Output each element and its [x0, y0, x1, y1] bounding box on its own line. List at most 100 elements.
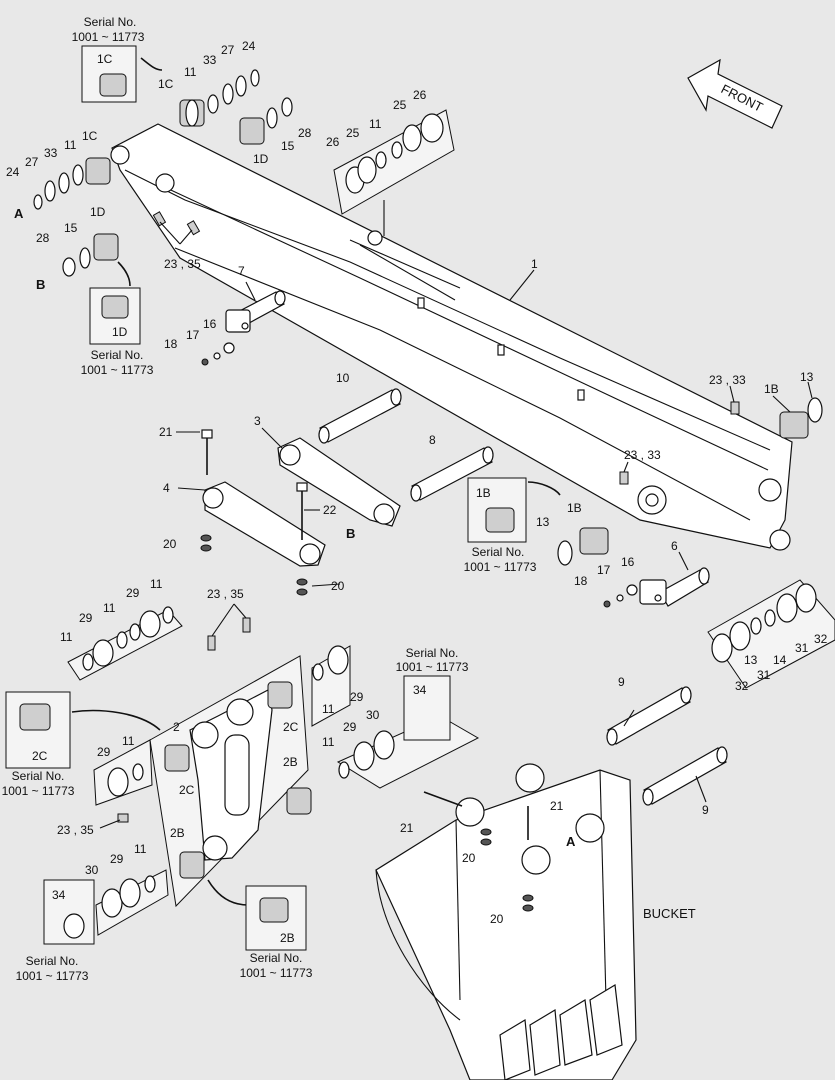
serial-title-34-right: Serial No.	[406, 646, 459, 660]
callout-1C-left: 1C	[82, 129, 98, 143]
callout-17-left: 17	[186, 328, 200, 342]
serial-title-2B: Serial No.	[250, 951, 303, 965]
pin-7	[201, 290, 286, 366]
washers-left-29-11	[93, 739, 153, 806]
leader-lines	[99, 200, 813, 829]
detail-label-1D: 1D	[112, 325, 128, 339]
serial-range-1D: 1001 ~ 11773	[81, 363, 154, 377]
detail-box-1D: 1D Serial No. 1001 ~ 11773	[81, 287, 154, 377]
pin-6	[603, 567, 710, 608]
callout-13-group: 13	[744, 653, 758, 667]
serial-title-1B: Serial No.	[472, 545, 525, 559]
serial-range-34-bottom: 1001 ~ 11773	[16, 969, 89, 983]
link-2	[117, 617, 312, 908]
link-3	[277, 437, 401, 527]
callout-11-g1: 11	[150, 577, 163, 591]
callout-11-g2: 11	[103, 601, 116, 615]
link-4	[202, 481, 326, 567]
callout-9-lower: 9	[702, 803, 709, 817]
serial-title-2C: Serial No.	[12, 769, 65, 783]
callout-3: 3	[254, 414, 261, 428]
callout-8: 8	[429, 433, 436, 447]
callout-1B-right: 1B	[764, 382, 779, 396]
callout-33-left: 33	[44, 146, 58, 160]
detail-label-34-right: 34	[413, 683, 427, 697]
callout-18-right: 18	[574, 574, 588, 588]
callout-25-a: 25	[393, 98, 407, 112]
ref-B-left: B	[36, 277, 45, 292]
callout-32-b: 32	[735, 679, 749, 693]
callout-28-top: 28	[298, 126, 312, 140]
callout-18-left: 18	[164, 337, 178, 351]
bushing-1B-right	[527, 397, 823, 566]
callout-20-left: 20	[163, 537, 177, 551]
callout-21-bucket-left: 21	[400, 821, 414, 835]
callout-1C-top: 1C	[158, 77, 174, 91]
callout-23-33-center: 23 , 33	[624, 448, 661, 462]
serial-range-34-right: 1001 ~ 11773	[396, 660, 469, 674]
pin-9-lower	[642, 746, 728, 806]
serial-range-2B: 1001 ~ 11773	[240, 966, 313, 980]
callout-2B-right: 2B	[283, 755, 298, 769]
detail-box-2C: 2C Serial No. 1001 ~ 11773	[2, 691, 75, 798]
callout-9-upper: 9	[618, 675, 625, 689]
leader-arrow-2C	[71, 709, 161, 731]
callout-15-left: 15	[64, 221, 78, 235]
grease-fitting-pair-top	[152, 211, 740, 485]
callout-2C-right: 2C	[283, 720, 299, 734]
serial-title-1D: Serial No.	[91, 348, 144, 362]
callout-11-r2: 11	[322, 735, 335, 749]
leader-arrow-2B	[207, 879, 249, 906]
bucket	[375, 763, 637, 1080]
callout-14: 14	[773, 653, 787, 667]
callout-23-33-right: 23 , 33	[709, 373, 746, 387]
bolt-21-22-and-nuts	[200, 429, 308, 596]
serial-title-1C: Serial No.	[84, 15, 137, 29]
callout-13-center: 13	[536, 515, 550, 529]
callout-11-g3: 11	[60, 630, 73, 644]
serial-title-34-bottom: Serial No.	[26, 954, 79, 968]
callout-16-left: 16	[203, 317, 217, 331]
callout-10: 10	[336, 371, 350, 385]
callout-1D-left: 1D	[90, 205, 106, 219]
serial-range-2C: 1001 ~ 11773	[2, 784, 75, 798]
callout-28-left: 28	[36, 231, 50, 245]
ref-B-center: B	[346, 526, 355, 541]
pin-10	[318, 388, 402, 444]
callout-2: 2	[173, 720, 180, 734]
callout-4: 4	[163, 481, 170, 495]
washer-group-11-29	[67, 606, 183, 681]
callout-32-a: 32	[814, 632, 828, 646]
arm-body	[110, 123, 793, 551]
callout-29-g1: 29	[126, 586, 140, 600]
callout-24-left: 24	[6, 165, 20, 179]
detail-box-2B: 2B Serial No. 1001 ~ 11773	[240, 885, 313, 980]
callout-6: 6	[671, 539, 678, 553]
callout-1: 1	[531, 257, 538, 271]
callout-24-top: 24	[242, 39, 256, 53]
callout-20-center: 20	[331, 579, 345, 593]
detail-label-2B: 2B	[280, 931, 295, 945]
callout-11-a: 11	[369, 117, 382, 131]
callout-2C-left: 2C	[179, 783, 195, 797]
callout-26-a: 26	[413, 88, 427, 102]
callout-29-r2: 29	[343, 720, 357, 734]
callout-21-bucket-right: 21	[550, 799, 564, 813]
callout-11-top: 11	[184, 65, 197, 79]
callout-33-top: 33	[203, 53, 217, 67]
detail-label-1C: 1C	[97, 52, 113, 66]
callout-1B-center: 1B	[567, 501, 582, 515]
callout-20-bucket-a: 20	[462, 851, 476, 865]
detail-label-34-bottom: 34	[52, 888, 66, 902]
washer-group-31-32-14	[707, 579, 835, 689]
callout-labels: 1C 11 33 27 24 1D 15 28 1C 11 33 27 24 A…	[6, 39, 828, 926]
callout-27-left: 27	[25, 155, 39, 169]
washer-group-25-26-11	[333, 109, 455, 215]
callout-20-bucket-b: 20	[490, 912, 504, 926]
callout-23-35-top: 23 , 35	[164, 257, 201, 271]
callout-30-r: 30	[366, 708, 380, 722]
detail-box-1B: 1B Serial No. 1001 ~ 11773	[464, 477, 537, 574]
callout-7: 7	[238, 264, 245, 278]
ref-A-bucket: A	[566, 834, 576, 849]
